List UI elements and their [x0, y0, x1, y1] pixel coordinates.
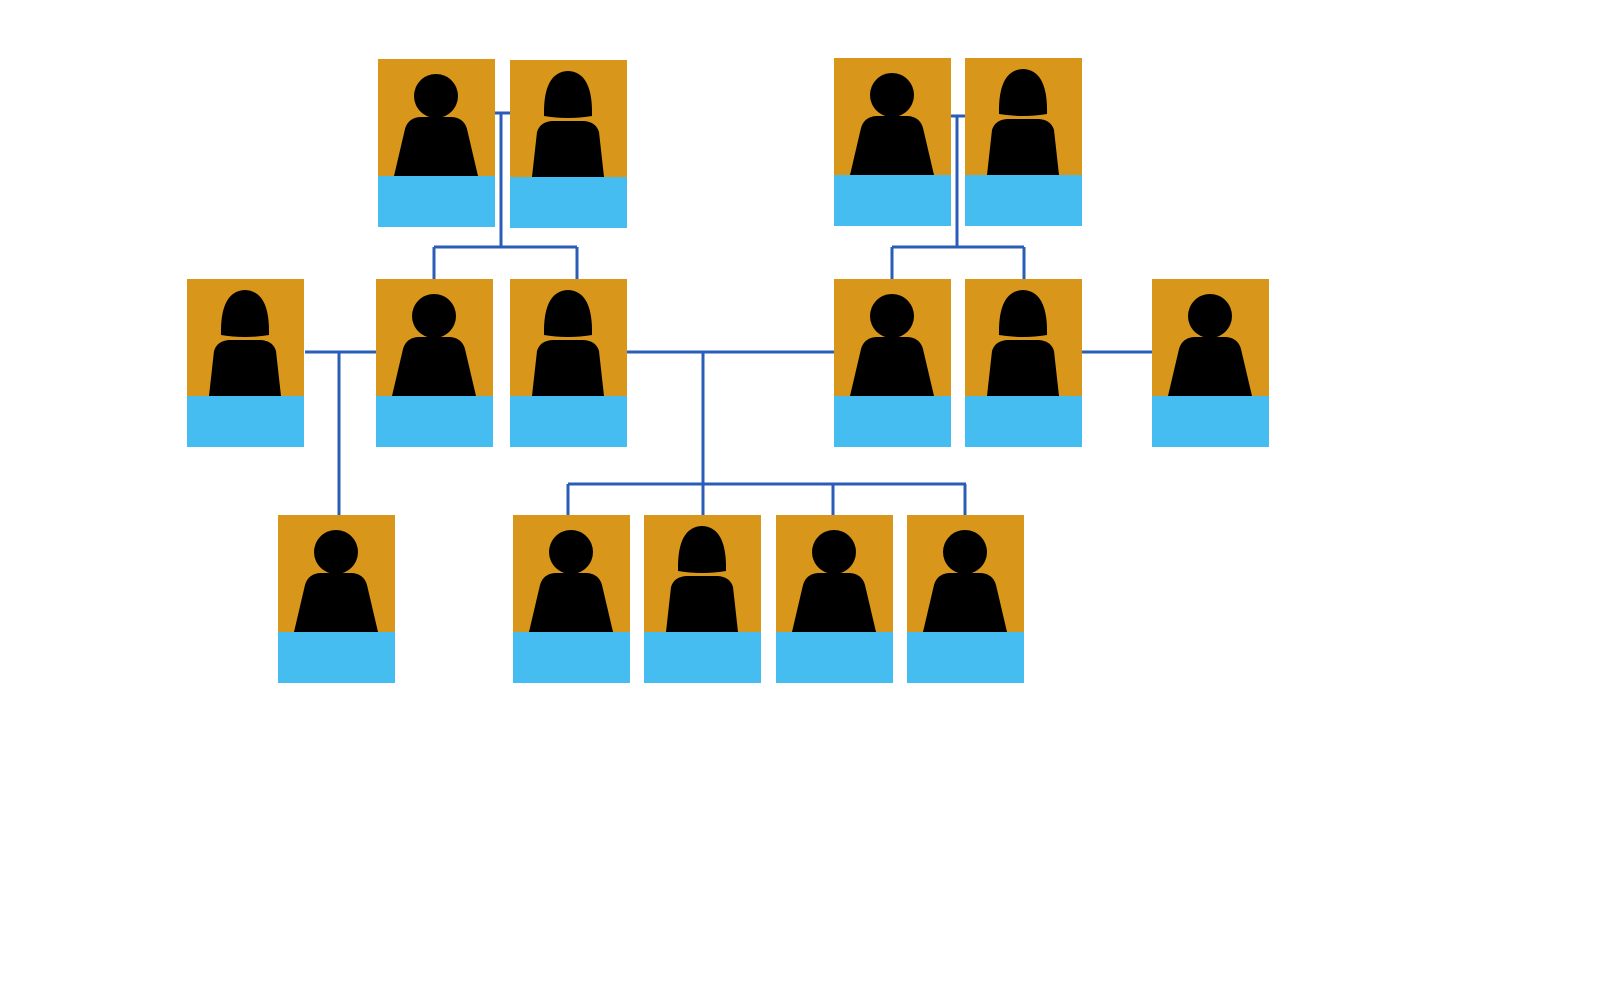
name-label-area [907, 632, 1024, 683]
name-label-area [513, 632, 630, 683]
person-card-gp1[interactable] [378, 59, 495, 227]
name-label-area [187, 396, 304, 447]
connectors [305, 111, 1152, 515]
person-card-p5[interactable] [1152, 279, 1269, 447]
person-card-c3[interactable] [776, 515, 893, 683]
name-label-area [278, 632, 395, 683]
connector-couple-p0-p1 [305, 350, 376, 515]
name-label-area [1152, 396, 1269, 447]
person-card-gp4[interactable] [965, 58, 1082, 226]
name-label-area [644, 632, 761, 683]
name-label-area [834, 175, 951, 226]
person-card-c2[interactable] [644, 515, 761, 683]
name-label-area [776, 632, 893, 683]
name-label-area [510, 396, 627, 447]
name-label-area [376, 396, 493, 447]
connector-couple-gp1-gp2 [432, 111, 579, 279]
person-card-gp3[interactable] [834, 58, 951, 226]
person-card-gp2[interactable] [510, 60, 627, 228]
person-card-c0[interactable] [278, 515, 395, 683]
name-label-area [965, 175, 1082, 226]
name-label-area [834, 396, 951, 447]
person-card-p2[interactable] [510, 279, 627, 447]
person-card-p4[interactable] [965, 279, 1082, 447]
person-card-p1[interactable] [376, 279, 493, 447]
person-card-p3[interactable] [834, 279, 951, 447]
name-label-area [378, 176, 495, 227]
name-label-area [965, 396, 1082, 447]
person-card-c4[interactable] [907, 515, 1024, 683]
connector-couple-p2-p3 [566, 350, 967, 515]
person-card-c1[interactable] [513, 515, 630, 683]
name-label-area [510, 177, 627, 228]
connector-couple-gp3-gp4 [890, 114, 1026, 279]
person-card-p0[interactable] [187, 279, 304, 447]
